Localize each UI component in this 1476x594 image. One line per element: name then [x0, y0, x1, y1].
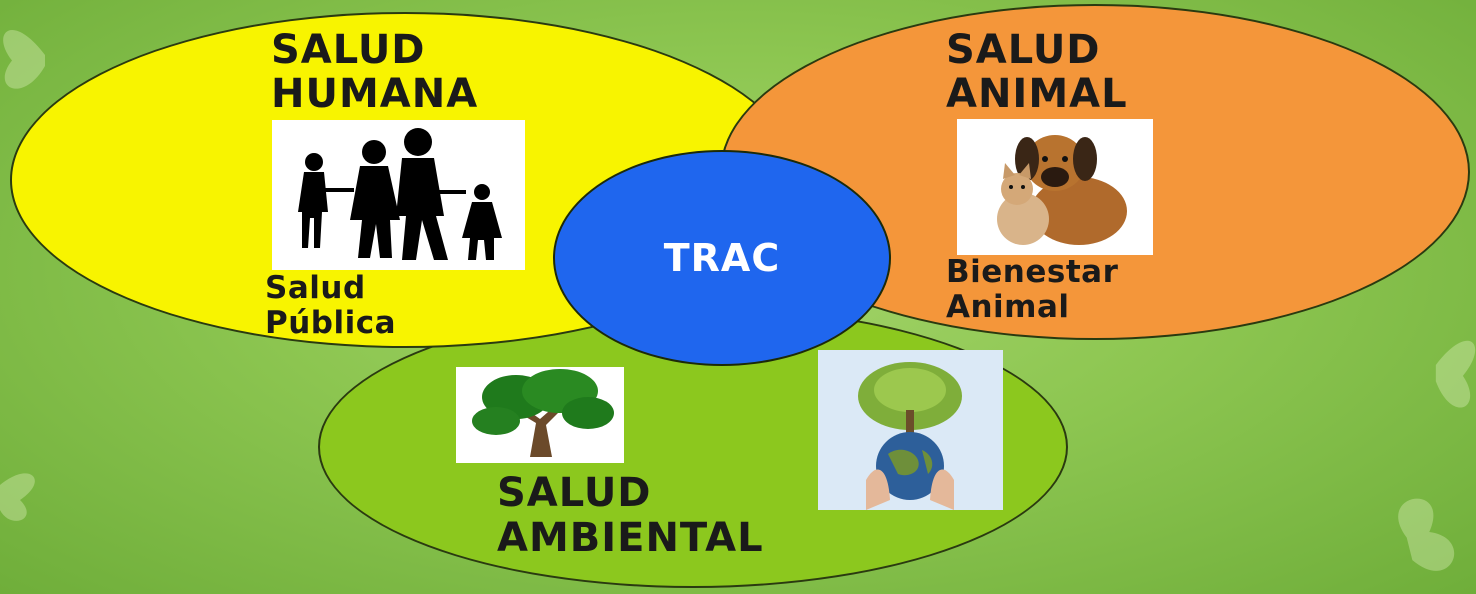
animal-title-line1: SALUD	[946, 27, 1101, 73]
animal-title-line2: ANIMAL	[946, 71, 1128, 117]
environment-title-line1: SALUD	[497, 470, 652, 516]
human-subtitle-line2: Pública	[265, 305, 397, 341]
human-subtitle-line1: Salud	[265, 270, 366, 306]
animal-subtitle-line1: Bienestar	[946, 254, 1119, 290]
human-title-line1: SALUD	[271, 27, 426, 73]
butterfly-decoration-icon	[1435, 340, 1476, 408]
trac-center-circle: TRAC	[553, 150, 891, 366]
environment-title-line2: AMBIENTAL	[497, 515, 764, 561]
family-silhouette-icon	[272, 120, 525, 270]
tree-icon	[456, 367, 624, 463]
earth-in-hands-icon	[818, 350, 1003, 510]
animal-subtitle-line2: Animal	[946, 289, 1070, 325]
butterfly-decoration-icon	[3, 29, 45, 89]
trac-label: TRAC	[663, 236, 781, 280]
human-title-line2: HUMANA	[271, 71, 479, 117]
dog-and-cat-icon	[957, 119, 1153, 255]
butterfly-decoration-icon	[0, 473, 35, 521]
butterfly-decoration-icon	[1398, 498, 1455, 571]
